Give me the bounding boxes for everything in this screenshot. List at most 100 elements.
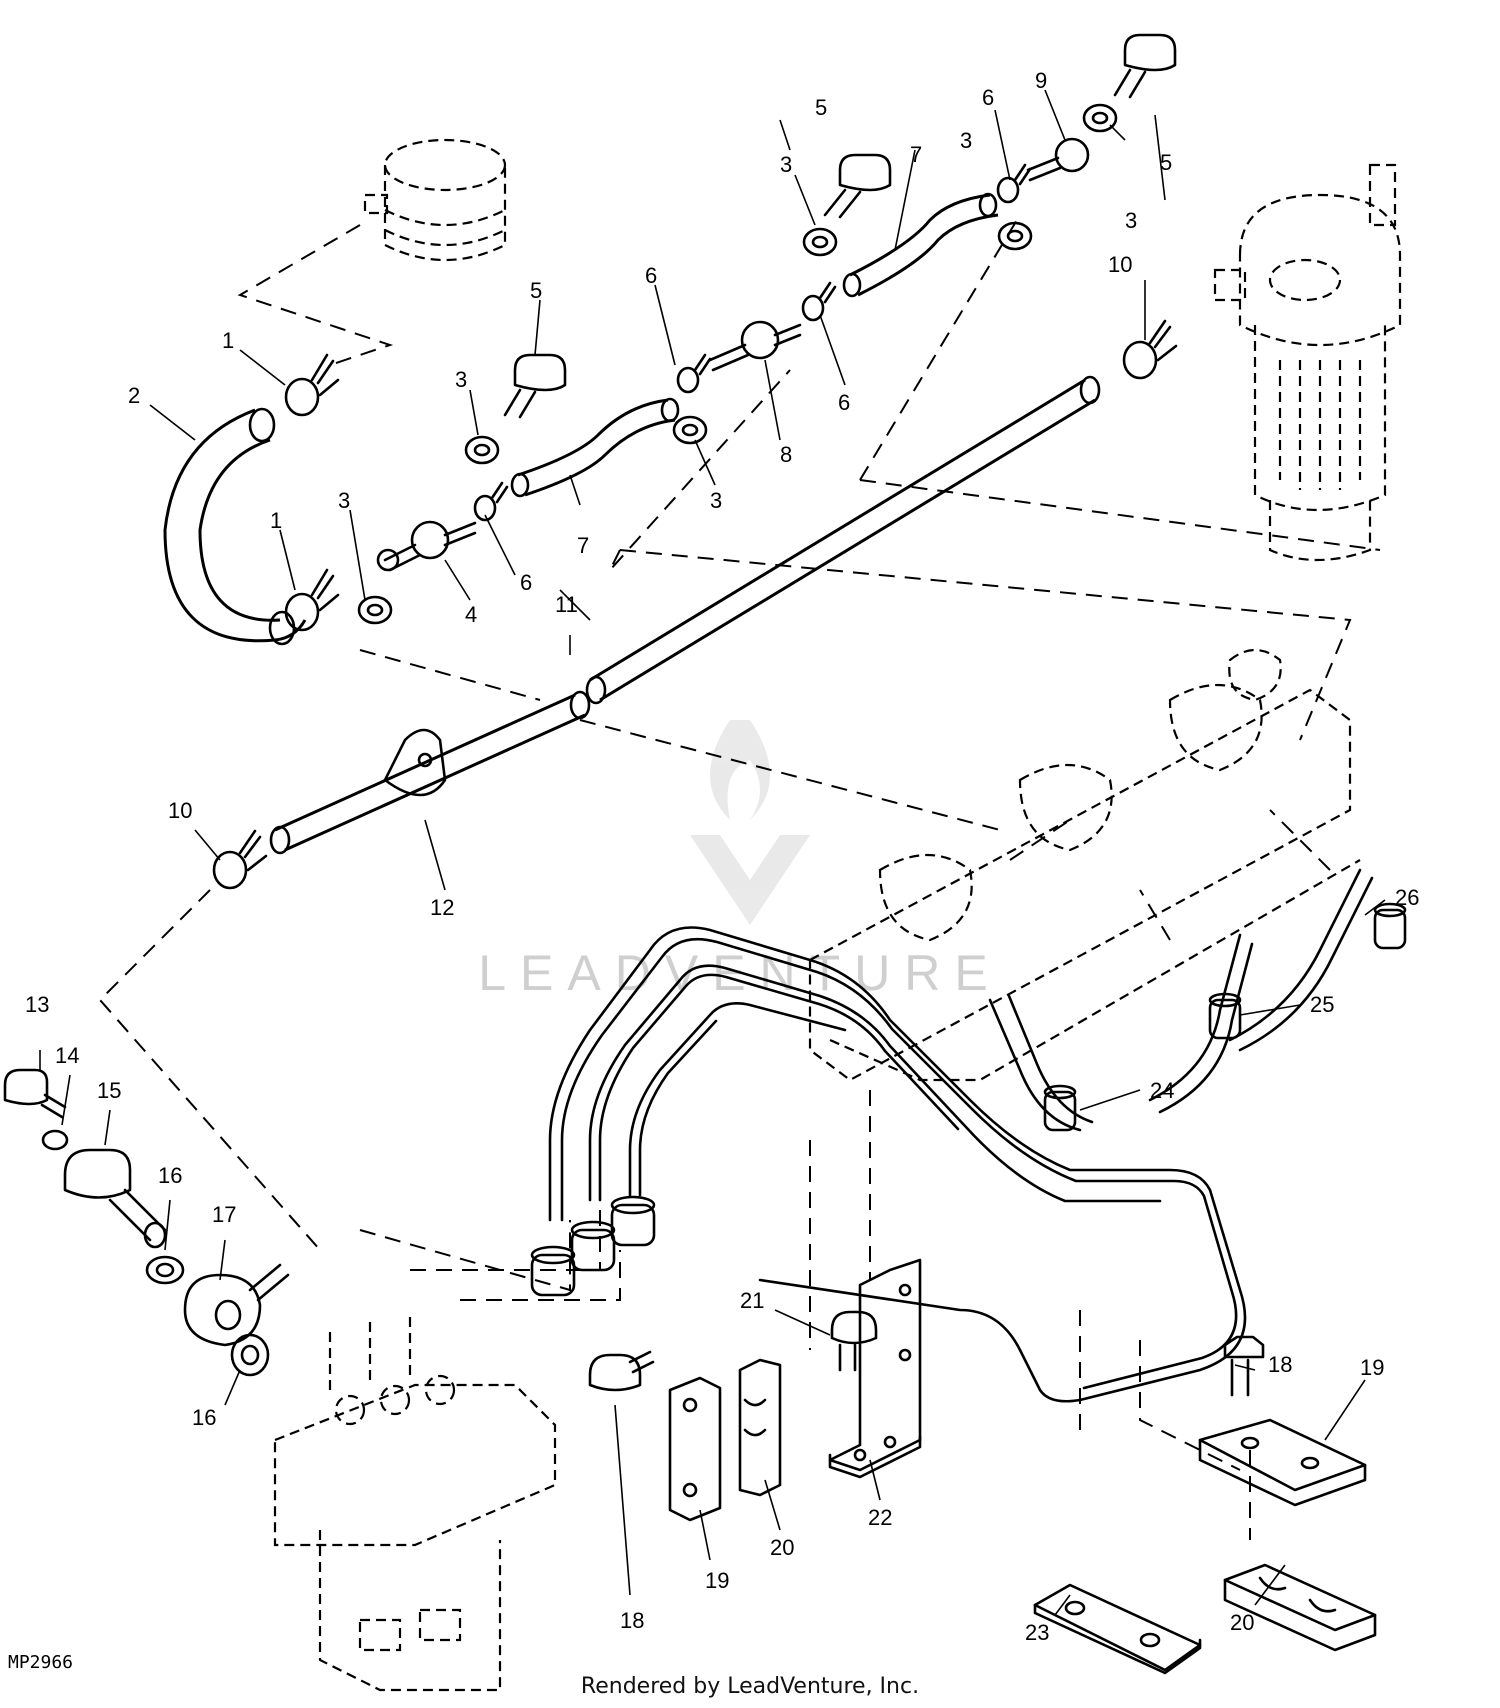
callout-3e: 3 <box>960 128 972 153</box>
callout-6a: 6 <box>645 263 657 288</box>
fuel-line-12 <box>269 690 591 855</box>
callout-labels: 1 1 2 3 3 3 3 3 3 4 5 5 5 6 6 6 6 7 7 8 … <box>25 68 1419 1645</box>
injection-lines <box>548 868 1374 1403</box>
callout-15: 15 <box>97 1078 121 1103</box>
callout-9: 9 <box>1035 68 1047 93</box>
footer-credit: Rendered by LeadVenture, Inc. <box>580 1674 920 1699</box>
line-nut-left <box>530 1245 576 1297</box>
callout-24: 24 <box>1150 1078 1174 1103</box>
line-nut-right <box>610 1195 656 1247</box>
hose-2 <box>163 407 307 646</box>
callout-5c: 5 <box>1160 150 1172 175</box>
bolt-5-left <box>503 353 567 419</box>
callout-12: 12 <box>430 895 454 920</box>
bolt-18-right <box>1223 1335 1265 1397</box>
line-nut-middle <box>570 1220 616 1272</box>
clamp-6-c <box>801 281 837 322</box>
callout-13: 13 <box>25 992 49 1017</box>
clamp-10-right <box>1122 319 1178 380</box>
washer-3-f <box>1082 103 1118 133</box>
callout-1a: 1 <box>222 328 234 353</box>
washer-14 <box>41 1129 69 1151</box>
clamp-10-left <box>212 829 268 890</box>
banjo-fitting-4 <box>376 520 477 572</box>
washer-3-e <box>997 221 1033 251</box>
callout-7a: 7 <box>577 533 589 558</box>
callout-2: 2 <box>128 383 140 408</box>
clamp-6-b <box>676 353 712 394</box>
callout-3d: 3 <box>780 152 792 177</box>
injector-fitting-25 <box>1208 992 1242 1040</box>
washer-3-d <box>802 227 838 257</box>
washer-3-c <box>672 415 708 445</box>
callout-25: 25 <box>1310 992 1334 1017</box>
callout-16a: 16 <box>158 1163 182 1188</box>
ghost-engine-head <box>808 648 1361 1082</box>
callout-19b: 19 <box>1360 1355 1384 1380</box>
clamp-6-a <box>473 481 509 522</box>
callout-20b: 20 <box>1230 1610 1254 1635</box>
hose-clamp-1-upper <box>284 353 340 417</box>
watermark-text: LEADVENTURE <box>478 945 1002 1001</box>
callout-11: 11 <box>555 592 578 617</box>
injector-fitting-24 <box>1043 1084 1077 1132</box>
callout-3c: 3 <box>710 488 722 513</box>
callout-3b: 3 <box>455 367 467 392</box>
ghost-injection-pump <box>273 1315 557 1692</box>
callout-19a: 19 <box>705 1568 729 1593</box>
callout-10a: 10 <box>1108 252 1132 277</box>
washer-3-a <box>464 435 500 465</box>
hose-clamp-1-lower <box>284 568 340 632</box>
callout-6b: 6 <box>838 390 850 415</box>
callout-23: 23 <box>1025 1620 1049 1645</box>
short-hose-7-left <box>510 397 680 498</box>
callout-22: 22 <box>868 1505 892 1530</box>
plate-23 <box>1033 1583 1202 1675</box>
callout-5b: 5 <box>815 95 827 120</box>
callout-14: 14 <box>55 1043 79 1068</box>
fuel-line-11 <box>585 375 1101 705</box>
bracket-22 <box>828 1258 922 1479</box>
bolt-21 <box>830 1310 878 1372</box>
banjo-fitting-17 <box>183 1263 290 1347</box>
banjo-fitting-8 <box>708 320 802 372</box>
callout-6c: 6 <box>982 85 994 110</box>
callout-17: 17 <box>212 1202 236 1227</box>
bolt-5-middle <box>823 153 892 219</box>
clamp-6-d <box>996 163 1032 204</box>
clamp-plate-19-right <box>1198 1418 1367 1507</box>
callout-21: 21 <box>740 1288 764 1313</box>
callout-26: 26 <box>1395 885 1419 910</box>
callout-3f: 3 <box>1125 208 1137 233</box>
callout-18b: 18 <box>1268 1352 1292 1377</box>
ghost-fuel-tank-cap <box>363 138 507 262</box>
callout-6d: 6 <box>520 570 532 595</box>
callout-16b: 16 <box>192 1405 216 1430</box>
watermark-logo <box>690 720 810 925</box>
clamp-plate-19-left <box>668 1376 722 1522</box>
bolt-18-left <box>588 1350 655 1392</box>
grommet-20-left <box>738 1358 782 1497</box>
callout-10b: 10 <box>168 798 192 823</box>
callout-1b: 1 <box>270 508 282 533</box>
callout-leaders <box>39 89 1386 1616</box>
washer-3-b <box>357 595 393 625</box>
callout-8: 8 <box>780 442 792 467</box>
washer-16-upper <box>145 1255 185 1285</box>
callout-7b: 7 <box>910 142 922 167</box>
callout-4: 4 <box>465 602 477 627</box>
fitting-9 <box>1026 137 1090 182</box>
bolt-5-right <box>1113 33 1177 99</box>
callout-20a: 20 <box>770 1535 794 1560</box>
callout-18a: 18 <box>620 1608 644 1633</box>
banjo-bolt-15 <box>63 1148 167 1249</box>
callout-5a: 5 <box>530 278 542 303</box>
short-hose-7-right <box>842 192 999 298</box>
callout-3a: 3 <box>338 488 350 513</box>
diagram-code: MP2966 <box>8 1652 74 1673</box>
bolt-13 <box>3 1068 67 1119</box>
grommet-20-right <box>1223 1563 1377 1652</box>
injector-fitting-26 <box>1373 902 1407 950</box>
ghost-fuel-filter <box>1213 163 1402 562</box>
